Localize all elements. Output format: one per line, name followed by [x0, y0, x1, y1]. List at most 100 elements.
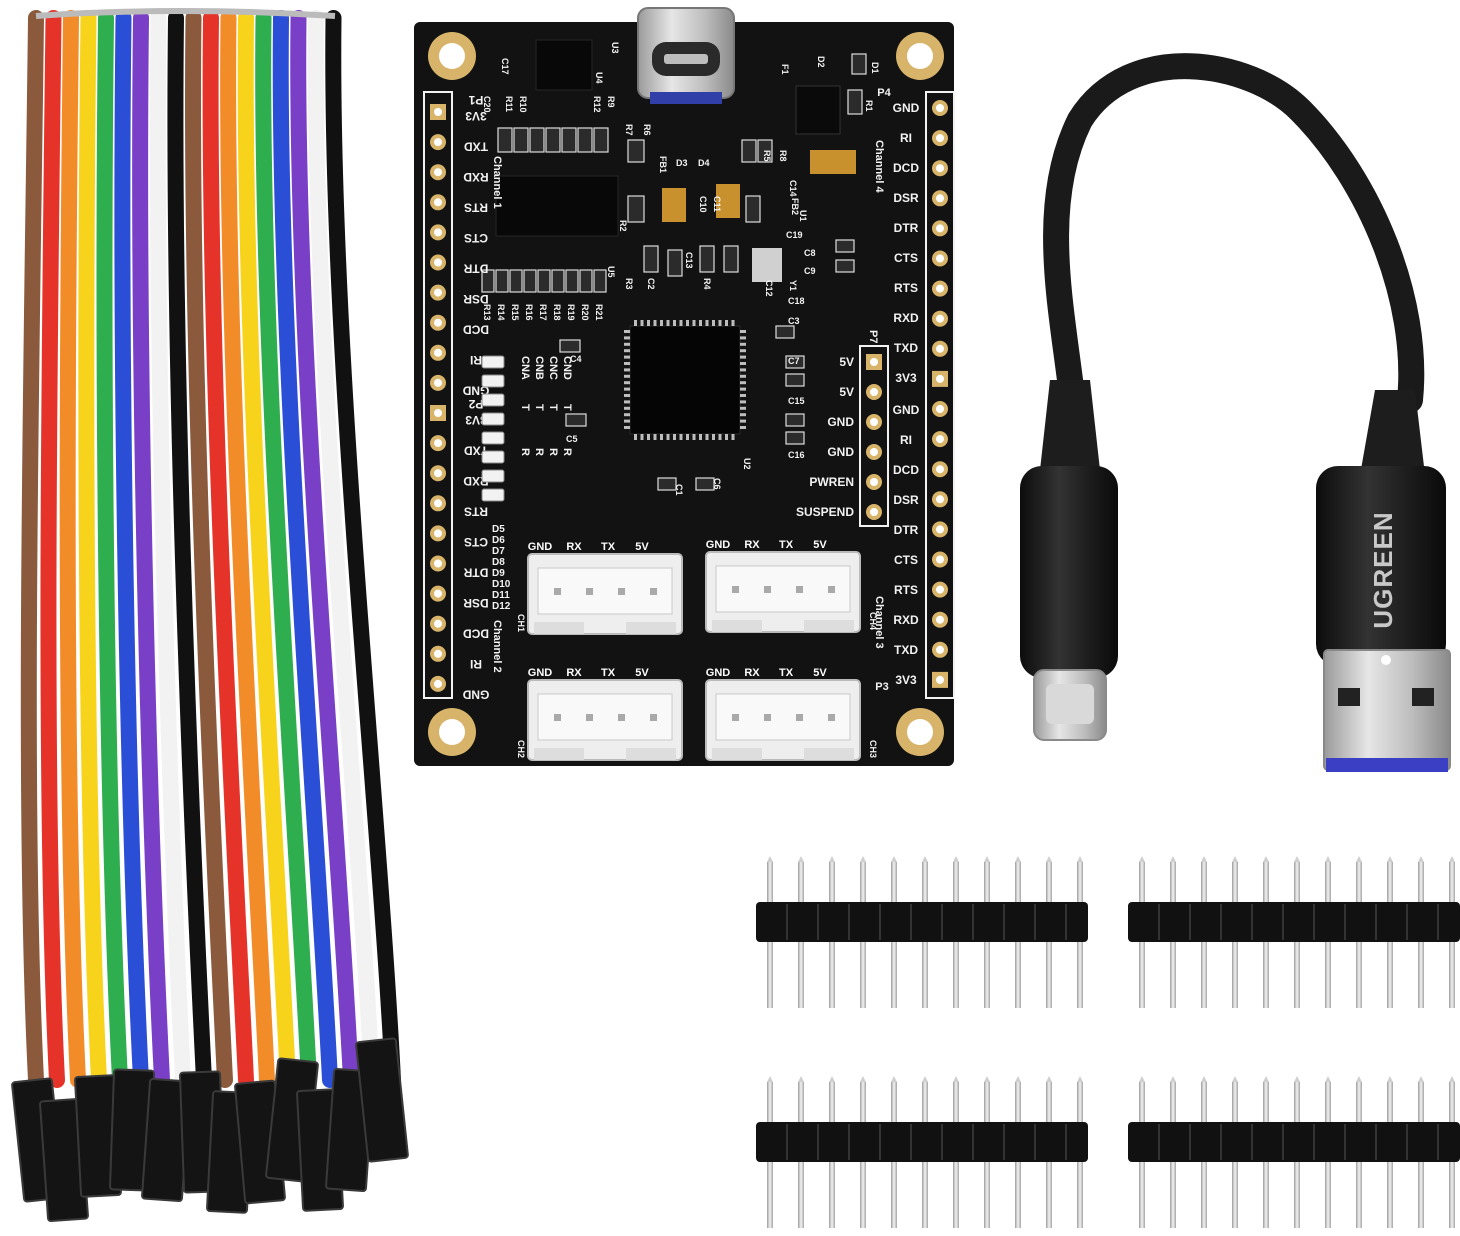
header-pin — [1170, 862, 1176, 906]
ic-pin — [692, 434, 696, 440]
mounting-hole — [428, 32, 476, 80]
smd-component — [551, 269, 565, 293]
header-pad — [430, 465, 446, 482]
component-designator: R7 — [624, 124, 634, 136]
header-pin — [860, 862, 866, 906]
header-pin — [829, 1082, 835, 1126]
header-designator: P4 — [877, 87, 891, 99]
pin-label: 3V3 — [465, 413, 487, 427]
strain-relief — [1360, 390, 1425, 475]
pin-label: DTR — [463, 262, 488, 276]
header-pad — [932, 190, 948, 207]
ic-pin — [712, 434, 715, 440]
tantalum-capacitor — [716, 184, 740, 218]
smd-component — [757, 139, 773, 163]
header-pad — [430, 435, 446, 452]
component-designator: C18 — [788, 296, 805, 306]
jumper-wire — [96, 10, 128, 1088]
pin-label: DSR — [463, 292, 489, 306]
component-designator: C20 — [482, 96, 492, 113]
component-designator: R14 — [496, 304, 506, 321]
component-designator: C19 — [786, 230, 803, 240]
voltage-regulator — [795, 85, 841, 135]
pin-label: RI — [900, 433, 912, 447]
silkscreen-labels: 3V3TXDRXDRTSCTSDTRDSRDCDRIGND3V3TXDRXDRT… — [462, 42, 919, 702]
ic-pin — [718, 320, 722, 326]
smd-component — [723, 245, 739, 273]
header-pin — [891, 862, 897, 906]
ic-pin — [740, 400, 746, 404]
header-pad — [430, 284, 446, 301]
smd-component — [565, 413, 587, 427]
pin-label: DSR — [893, 493, 919, 507]
ic-pin — [624, 330, 630, 333]
header-pad — [932, 491, 948, 508]
ic-pin — [740, 406, 746, 410]
smd-led — [481, 431, 505, 445]
smd-component — [513, 127, 529, 153]
ic-pin — [740, 342, 746, 346]
header-pad — [430, 405, 446, 421]
component-designator: R4 — [702, 278, 712, 290]
usb-to-serial-4-channel-board: 3V3TXDRXDRTSCTSDTRDSRDCDRIGND3V3TXDRXDRT… — [414, 7, 955, 766]
level-shifter-ic — [495, 175, 619, 237]
smd-component — [497, 127, 513, 153]
component-designator: D4 — [698, 158, 710, 168]
header-pin — [1356, 862, 1362, 906]
component-designator: R6 — [642, 124, 652, 136]
channel-label: Channel 2 — [491, 620, 503, 673]
ic-pin — [624, 349, 630, 353]
component-designator: F1 — [780, 64, 790, 75]
connector-pin-label: 5V — [813, 667, 827, 679]
jumper-wire — [255, 10, 317, 1088]
usb-c-plug — [1020, 466, 1118, 741]
tantalum-capacitor — [662, 188, 686, 222]
jumper-wire — [114, 10, 149, 1088]
jumper-wire — [40, 10, 65, 1088]
pin-label: DSR — [463, 596, 489, 610]
header-pin — [860, 1082, 866, 1126]
header-pin — [798, 1082, 804, 1126]
ic-pin — [740, 394, 746, 397]
header-pad — [430, 525, 446, 542]
component-designator: R12 — [592, 96, 602, 113]
pin-label: RTS — [464, 201, 488, 215]
component-designator: R10 — [518, 96, 528, 113]
header-pin — [1232, 938, 1238, 1008]
header-pin — [1139, 862, 1145, 906]
ic-designator: U3 — [610, 42, 620, 54]
ic-pin — [624, 419, 630, 423]
component-designator: R3 — [624, 278, 634, 290]
header-pin — [767, 1082, 773, 1126]
wire-fold — [35, 8, 336, 19]
power-pin-label: SUSPEND — [796, 505, 854, 519]
jumper-wire — [78, 10, 107, 1088]
header-pad — [932, 220, 948, 237]
right-pin-header-column — [925, 91, 955, 699]
component-designator: R20 — [580, 304, 590, 321]
ic-pin — [692, 320, 696, 326]
led-row-label: R — [547, 448, 559, 456]
component-designator: R9 — [606, 96, 616, 108]
header-pin — [922, 1082, 928, 1126]
header-pad — [430, 585, 446, 602]
pin-label: RI — [470, 353, 482, 367]
led-channel-label: CNC — [547, 356, 559, 380]
pin-label: RTS — [894, 281, 918, 295]
jumper-wire — [272, 10, 338, 1088]
pin-label: RTS — [894, 583, 918, 597]
component-designator: C12 — [764, 280, 774, 297]
component-designator: C17 — [500, 58, 510, 75]
jumper-wire — [290, 10, 359, 1088]
pin-header-strip — [756, 856, 1088, 1008]
header-pin — [1015, 938, 1021, 1008]
ic-pin — [640, 320, 644, 326]
smd-component — [835, 239, 855, 253]
ic-pin — [624, 394, 630, 397]
ic-pin — [699, 320, 702, 326]
mounting-hole — [896, 708, 944, 756]
